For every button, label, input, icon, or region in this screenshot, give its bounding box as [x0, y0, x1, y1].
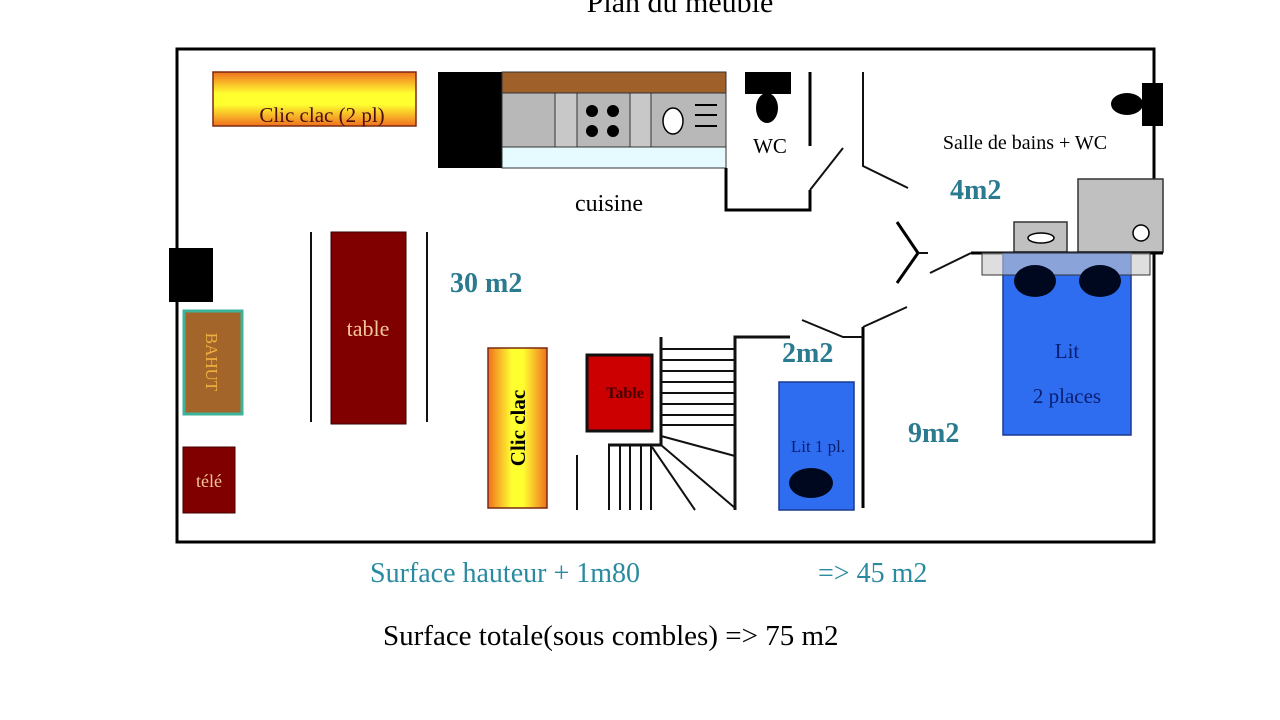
sofa-bed-vertical: Clic clac	[487, 347, 548, 509]
sink-icon	[662, 107, 684, 135]
small-table: Table	[585, 353, 654, 433]
living-area: 30 m2	[450, 268, 522, 299]
height-surface-value: => 45 m2	[818, 558, 927, 589]
bathroom-area: 4m2	[950, 175, 1001, 206]
height-surface-label: Surface hauteur + 1m80	[370, 558, 640, 589]
sofa-bed-top: Clic clac (2 pl)	[212, 71, 417, 127]
bedroom-area: 9m2	[908, 418, 959, 449]
double-bed-label: Lit	[1055, 339, 1080, 363]
kitchen-counter	[438, 71, 727, 169]
bathroom-label: Salle de bains + WC	[943, 132, 1107, 154]
single-bed: Lit 1 pl.	[778, 381, 855, 511]
sofa-bed-vertical-label: Clic clac	[506, 390, 530, 466]
dining-table: table	[330, 231, 407, 425]
fireplace	[169, 248, 213, 302]
sideboard-label: BAHUT	[202, 333, 221, 392]
double-bed-label-2: 2 places	[1033, 384, 1101, 408]
door	[895, 221, 920, 284]
dining-table-label: table	[347, 316, 390, 341]
total-surface: Surface totale(sous combles) => 75 m2	[383, 620, 839, 652]
tv: télé	[182, 446, 236, 514]
tv-label: télé	[196, 471, 222, 491]
small-room-area: 2m2	[782, 338, 833, 369]
toilet-icon	[1111, 93, 1143, 115]
sideboard: BAHUT	[182, 309, 244, 416]
kitchen-label: cuisine	[575, 191, 643, 217]
sofa-bed-top-label: Clic clac (2 pl)	[259, 103, 384, 127]
wc-room: WC	[724, 72, 909, 212]
double-bed: Lit 2 places	[981, 252, 1151, 436]
shower-icon	[1077, 178, 1164, 253]
stove-burners-icon	[586, 105, 619, 137]
wc-label: WC	[753, 134, 787, 158]
bathroom: Salle de bains + WC 4m2	[943, 83, 1164, 255]
toilet-icon	[756, 93, 778, 123]
staircase	[576, 335, 790, 511]
page-title: Plan du meublé	[587, 0, 774, 19]
single-bed-label: Lit 1 pl.	[791, 437, 845, 456]
small-table-label: Table	[606, 385, 644, 402]
